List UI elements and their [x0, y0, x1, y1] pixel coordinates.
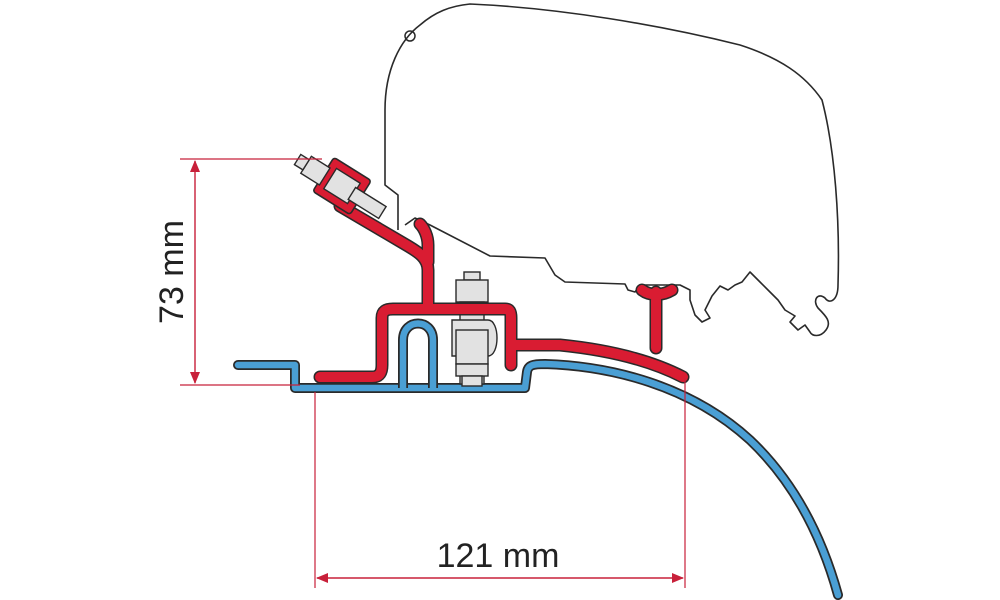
width-dimension: 121 mm	[314, 378, 686, 588]
clamp-bolt	[451, 271, 498, 387]
height-dimension-label: 73 mm	[153, 220, 191, 324]
height-dimension: 73 mm	[153, 158, 322, 386]
width-dimension-label: 121 mm	[437, 537, 560, 575]
awning-housing-outline	[384, 3, 840, 337]
tilted-bolt	[293, 153, 388, 220]
vehicle-roof-profile	[233, 318, 843, 600]
awning-adapter-profile	[313, 157, 690, 384]
housing-notch	[404, 30, 416, 42]
